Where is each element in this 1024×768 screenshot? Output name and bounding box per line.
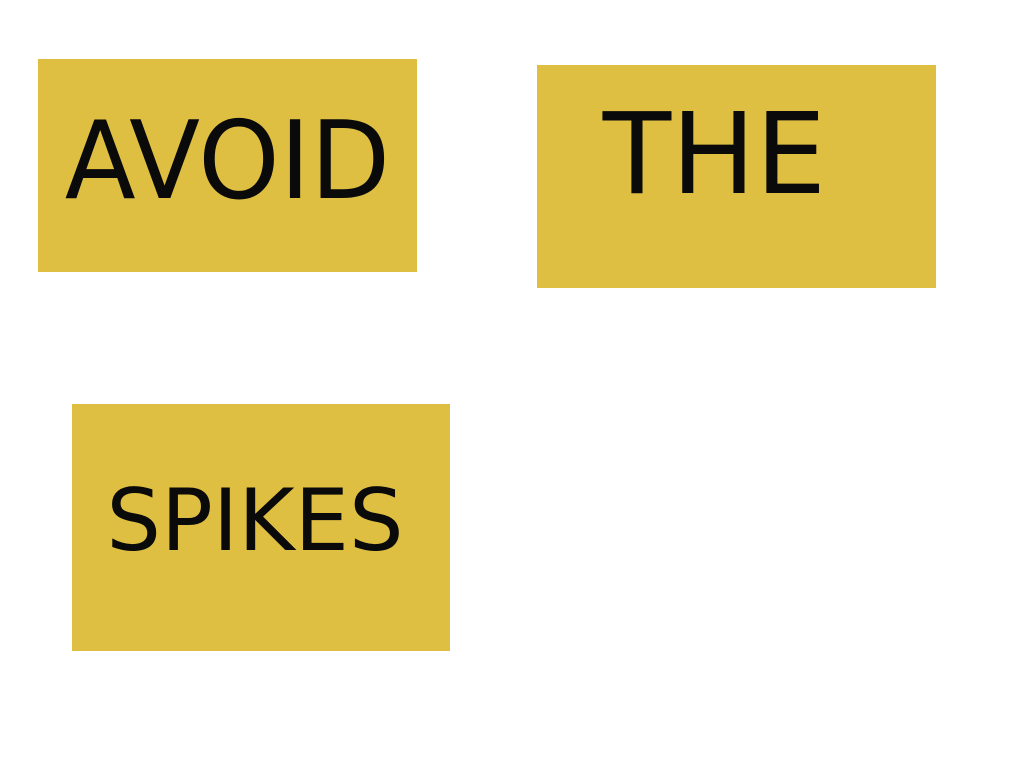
word-tile-the: THE — [537, 65, 936, 288]
word-tile-spikes: SPIKES — [72, 404, 450, 651]
word-avoid: AVOID — [64, 99, 391, 224]
word-the: THE — [602, 90, 827, 220]
word-spikes: SPIKES — [106, 470, 404, 571]
word-tile-avoid: AVOID — [38, 59, 417, 272]
